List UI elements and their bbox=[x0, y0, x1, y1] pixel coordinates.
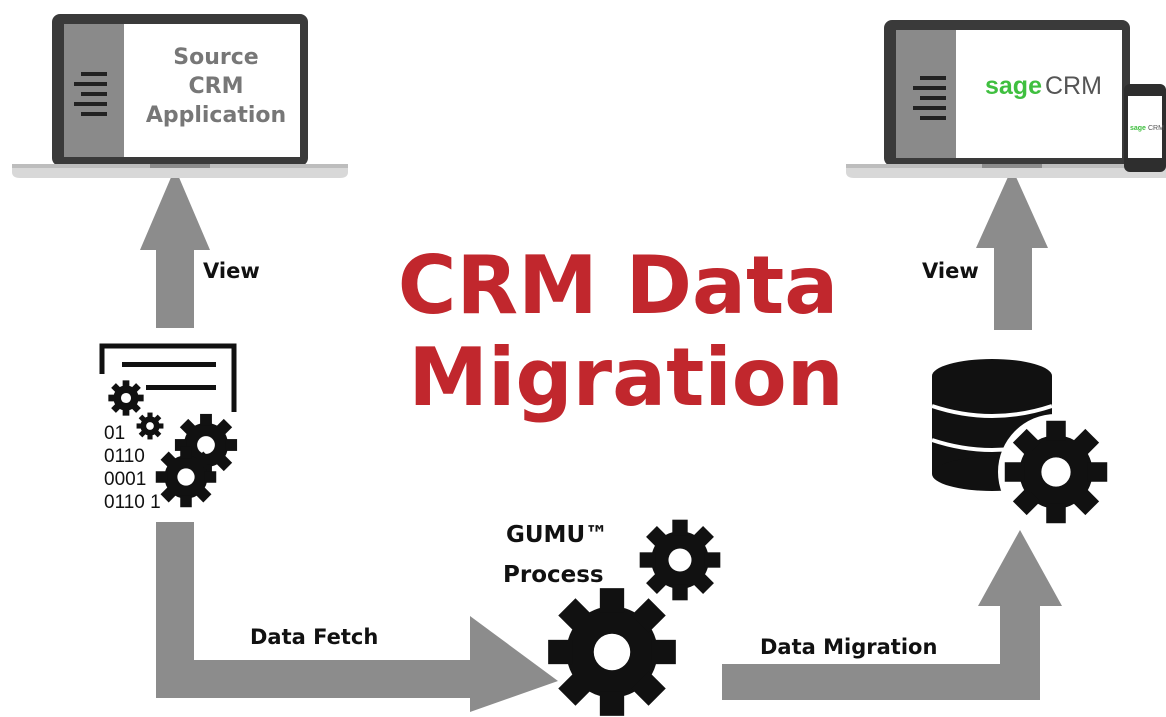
source-app-line3: Application bbox=[146, 103, 286, 128]
binary-line-2: 0110 bbox=[104, 446, 145, 467]
phone-brand-text: sage bbox=[1130, 125, 1146, 132]
gear-icon bbox=[108, 380, 144, 416]
source-laptop-icon bbox=[12, 14, 348, 178]
binary-line-3: 0001 bbox=[104, 469, 146, 490]
data-fetch-arrow bbox=[156, 522, 558, 712]
view-arrow-left bbox=[140, 168, 210, 328]
gear-icon bbox=[136, 412, 164, 440]
gear-icon bbox=[1004, 420, 1108, 524]
data-fetch-label: Data Fetch bbox=[250, 625, 378, 649]
target-laptop-icon bbox=[846, 20, 1166, 178]
database-gear-icon bbox=[931, 359, 1114, 530]
phone-icon: sage CRM bbox=[1124, 84, 1166, 172]
gear-icon bbox=[639, 519, 721, 601]
hamburger-icon bbox=[913, 76, 946, 120]
gear-icon bbox=[548, 588, 676, 716]
crm-product-text: CRM bbox=[1045, 72, 1102, 100]
view-arrow-right bbox=[976, 168, 1048, 330]
data-config-icon bbox=[99, 343, 238, 508]
phone-product-text: CRM bbox=[1148, 125, 1164, 132]
data-migration-arrow bbox=[722, 530, 1062, 700]
source-app-line2: CRM bbox=[189, 74, 244, 99]
sage-brand-text: sage bbox=[985, 72, 1042, 100]
gear-icon bbox=[155, 446, 217, 508]
binary-line-4: 0110 1 bbox=[104, 492, 161, 513]
gumu-label-line1: GUMU™ bbox=[506, 522, 608, 548]
view-label-right: View bbox=[922, 259, 979, 283]
title-line1: CRM Data bbox=[398, 239, 838, 332]
gumu-label-line2: Process bbox=[503, 562, 604, 588]
data-migration-label: Data Migration bbox=[760, 635, 937, 659]
source-app-line1: Source bbox=[173, 45, 258, 70]
binary-line-1: 01 bbox=[104, 423, 125, 444]
view-label-left: View bbox=[203, 259, 260, 283]
title-line2: Migration bbox=[408, 331, 843, 424]
hamburger-icon bbox=[74, 72, 107, 116]
